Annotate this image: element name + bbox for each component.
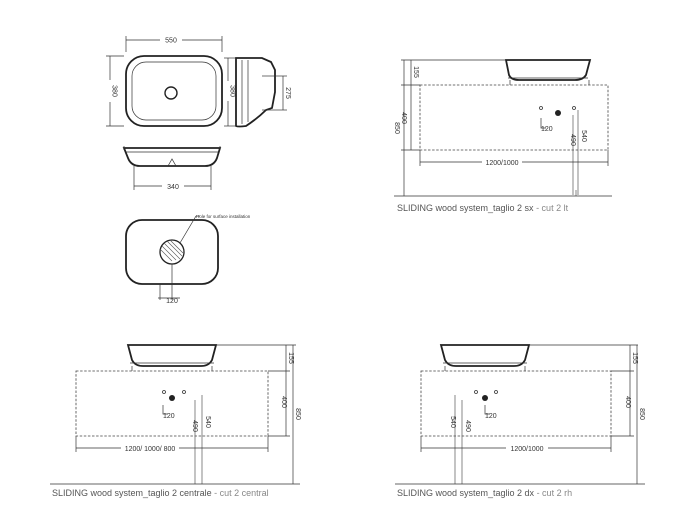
console-outline (419, 84, 609, 151)
tap-hole-icon (572, 106, 576, 110)
basin-front-view: 340 (122, 146, 222, 191)
panel-cut-central: 120 490 540 1200/ 1000/ 800 155 400 850 … (50, 344, 301, 498)
rh-850-label: 850 (638, 408, 645, 420)
central-540-label: 540 (204, 416, 211, 428)
rh-width-label: 1200/1000 (510, 446, 543, 453)
basin-top-view: 550 380 (105, 35, 223, 127)
central-490-label: 490 (191, 420, 198, 432)
lt-400-label: 400 (400, 112, 407, 124)
lt-offset-label: 120 (541, 126, 553, 133)
central-850-label: 850 (294, 408, 301, 420)
rh-155-label: 155 (631, 352, 638, 364)
central-400-label: 400 (280, 396, 287, 408)
tap-hole-icon (539, 106, 543, 110)
tap-hole-icon (162, 390, 166, 394)
drain-circle (164, 86, 178, 100)
rh-offset-label: 120 (485, 413, 497, 420)
basin-elevation (126, 344, 218, 367)
central-caption: SLIDING wood system_taglio 2 centrale - … (52, 488, 269, 498)
front-profile-outline (122, 147, 222, 167)
rh-490-label: 490 (464, 420, 471, 432)
side-profile-outline (235, 57, 276, 128)
waste-hole-icon (169, 395, 175, 401)
central-width-label: 1200/ 1000/ 800 (125, 446, 176, 453)
lt-540-label: 540 (580, 130, 587, 142)
panel-cut-lt: 120 490 540 1200/1000 155 400 850 SLIDIN… (393, 59, 612, 213)
lt-width-label: 1200/1000 (485, 160, 518, 167)
tap-hole-icon (494, 390, 498, 394)
rh-540-label: 540 (449, 416, 456, 428)
side-depth-label: 380 (229, 85, 236, 97)
basin-elevation (439, 344, 531, 367)
top-width-label: 550 (165, 38, 177, 45)
front-base-label: 340 (167, 184, 179, 191)
basin-side-view: 380 275 (223, 57, 291, 128)
panel-cut-rh: 120 540 490 1200/1000 155 400 850 SLIDIN… (395, 344, 645, 498)
waste-hole-icon (555, 110, 561, 116)
console-outline (420, 370, 612, 437)
rh-caption: SLIDING wood system_taglio 2 dx - cut 2 … (397, 488, 572, 498)
central-offset-label: 120 (163, 413, 175, 420)
lt-490-label: 490 (569, 134, 576, 146)
waste-hole-icon (482, 395, 488, 401)
basin-outer-outline (125, 55, 223, 127)
lt-155-label: 155 (412, 66, 419, 78)
rh-400-label: 400 (624, 396, 631, 408)
console-outline (75, 370, 269, 437)
basin-bottom-view: Hole for surface installation 120 (125, 214, 251, 305)
lt-850-label: 850 (393, 122, 400, 134)
installation-hole (159, 239, 185, 265)
top-depth-label: 380 (111, 85, 118, 97)
bottom-offset-label: 120 (166, 298, 178, 305)
central-155-label: 155 (287, 352, 294, 364)
hole-leader-line (179, 215, 197, 244)
lt-caption: SLIDING wood system_taglio 2 sx - cut 2 … (397, 203, 569, 213)
basin-inner-outline (131, 61, 217, 121)
basin-elevation (504, 59, 592, 81)
side-inner-label: 275 (284, 87, 291, 99)
tap-hole-icon (182, 390, 186, 394)
tap-hole-icon (474, 390, 478, 394)
hole-note: Hole for surface installation (196, 214, 251, 219)
